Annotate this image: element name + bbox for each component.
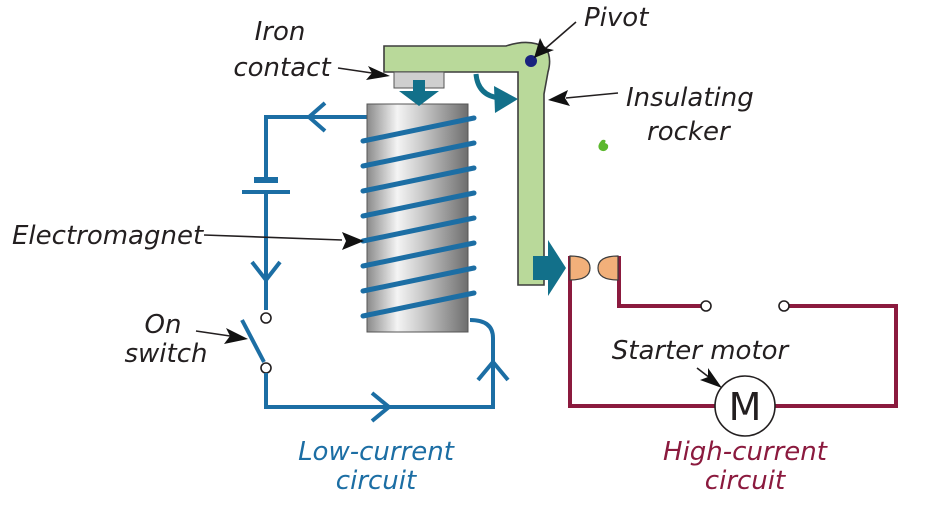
rotation-arrowhead: [494, 86, 518, 113]
label-on-switch-2: switch: [124, 339, 207, 369]
label-low-current-1: Low-current: [298, 437, 455, 467]
wire-top: [264, 115, 367, 180]
fixed-contact-left[interactable]: [569, 255, 591, 281]
switch-terminal-bottom: [260, 362, 272, 374]
wire-terminal-to-right: [775, 304, 898, 408]
label-pointers: [195, 21, 722, 388]
high-current-circuit: M: [568, 255, 898, 437]
push-arrow-right: [533, 240, 566, 296]
label-iron-contact-2: contact: [233, 53, 331, 83]
label-iron-contact-1: Iron: [255, 17, 306, 47]
iron-core: [366, 103, 469, 333]
label-low-current-2: circuit: [336, 466, 417, 496]
ignition-terminal-left: [700, 300, 712, 312]
starter-motor[interactable]: [714, 375, 776, 437]
label-high-current-1: High-current: [663, 437, 828, 467]
electromagnet: [360, 103, 477, 333]
battery-negative-plate: [254, 177, 278, 183]
current-arrow-up: [476, 358, 510, 382]
current-arrow-left: [305, 101, 327, 133]
wire-bottom: [264, 318, 495, 409]
switch-terminal-top: [260, 312, 272, 324]
coil-windings: [360, 115, 477, 319]
label-pivot: Pivot: [584, 3, 649, 33]
fixed-contact-right[interactable]: [597, 255, 619, 281]
low-current-circuit: [240, 101, 510, 423]
green-flame-icon: [598, 139, 609, 152]
label-high-current-2: circuit: [705, 466, 786, 496]
wire-left-loop: [568, 256, 715, 408]
on-switch-lever[interactable]: [240, 319, 266, 363]
label-insulating-rocker-1: Insulating: [626, 83, 754, 113]
label-insulating-rocker-2: rocker: [647, 117, 732, 147]
wire-contact-to-terminal: [617, 256, 702, 308]
label-electromagnet: Electromagnet: [12, 221, 204, 251]
current-arrow-down: [250, 260, 282, 284]
text-labels: Iron contact Pivot Insulating rocker Ele…: [12, 3, 828, 496]
motor-symbol: M: [729, 385, 762, 429]
label-on-switch-1: On: [145, 310, 182, 340]
label-starter-motor: Starter motor: [612, 336, 791, 366]
attract-arrow-down: [399, 80, 439, 106]
ignition-terminal-right: [778, 300, 790, 312]
current-arrow-right: [370, 391, 393, 423]
